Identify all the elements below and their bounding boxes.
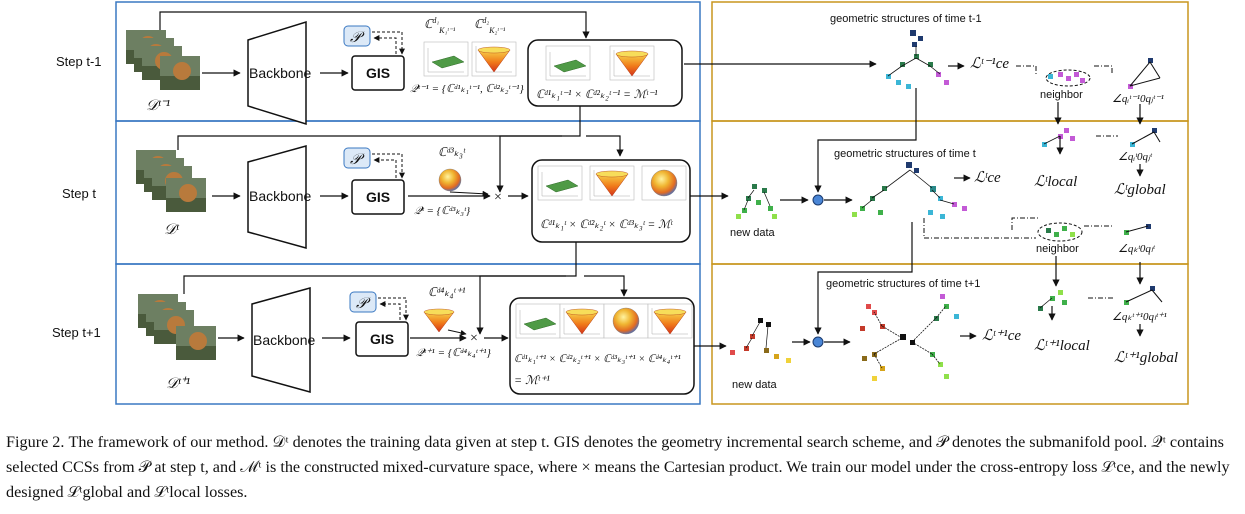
image-stack-prev [126,30,200,90]
panel-right-next [711,263,1189,405]
pool-box-curr [343,147,371,169]
l-global-next: ℒᵗ⁺¹global [1114,350,1178,366]
caption-text: The framework of our method. 𝒟ᵗ denotes … [6,433,1230,501]
merge-node-next [812,336,824,348]
figure-caption: Figure 2.The framework of our method. 𝒟ᵗ… [6,430,1241,505]
l-ce-next: ℒᵗ⁺¹ce [982,328,1021,344]
merge-node-curr [812,194,824,206]
framework-figure: Step t-1 Step t Step t+1 𝒟ᵗ⁻¹ Backbone G… [52,1,1189,405]
backbone-curr [247,145,307,249]
backbone-label-prev: Backbone [249,65,311,81]
angle-icon-curr [1130,104,1161,147]
times-curr: × [494,190,502,205]
backbone-next [251,287,311,393]
sub-prev-2: ℂd₂K₂ᵗ⁻¹ [474,16,506,35]
tree-prev [886,30,949,89]
panel-step-next [115,263,701,405]
new-data-label-next: new data [732,379,778,391]
image-stack-curr [136,150,206,212]
gis-label-prev: GIS [366,65,390,81]
gis-box-prev [351,55,405,91]
sub-curr: ℂᵈ³ₖ₃ᵗ [438,145,466,159]
l-local-next: ℒᵗ⁺¹local [1034,338,1090,354]
backbone-label-next: Backbone [253,332,315,348]
pool-box-prev [343,25,371,47]
gis-box-curr [351,179,405,215]
data-label-curr: 𝒟ᵗ [164,222,180,238]
q-prev: 𝒬ᵗ⁻¹ = {ℂᵈ¹ₖ₁ᵗ⁻¹, ℂᵈ²ₖ₂ᵗ⁻¹} [410,83,524,95]
geo-label-curr: geometric structures of time t [834,148,976,160]
gis-label-curr: GIS [366,189,390,205]
local-icon-next [1038,256,1067,321]
l-ce-prev: ℒᵗ⁻¹ce [970,56,1009,72]
pool-box-next [349,291,377,313]
step-label-prev: Step t-1 [56,54,102,69]
backbone-prev [247,20,307,126]
angle-icon-curr2 [1124,224,1151,235]
geo-label-prev: geometric structures of time t-1 [830,13,982,25]
new-data-label-curr: new data [730,227,776,239]
backbone-label-curr: Backbone [249,188,311,204]
neighbor-cluster-prev [1048,72,1085,83]
angle-curr2: ∠qₖᵗ0qₗᵗ [1118,243,1156,255]
l-local-curr: ℒᵗlocal [1034,174,1077,190]
l-global-curr: ℒᵗglobal [1114,182,1166,198]
data-label-prev: 𝒟ᵗ⁻¹ [146,98,171,114]
angle-next: ∠qₖᵗ⁺¹0qₗᵗ⁺¹ [1112,311,1167,323]
sub-prev-1: ℂd₁K₁ᵗ⁻¹ [424,16,456,35]
new-data-curr [736,184,777,219]
neighbor-label-curr: neighbor [1036,243,1079,255]
step-label-next: Step t+1 [52,325,101,340]
angle-prev: ∠qᵢᵗ⁻¹0qⱼᵗ⁻¹ [1112,93,1164,105]
local-icon-curr [1042,102,1075,155]
step-label-curr: Step t [62,186,96,201]
m-curr: ℂᵈ¹ₖ₁ᵗ × ℂᵈ²ₖ₂ᵗ × ℂᵈ³ₖ₃ᵗ = ℳᵗ [540,219,673,231]
new-data-next [730,318,791,363]
tree-curr [852,162,967,219]
caption-label: Figure 2. [6,433,65,451]
gis-label-next: GIS [370,331,394,347]
angle-icon-next [1124,262,1163,305]
m-next-2: = ℳᵗ⁺¹ [514,373,550,387]
image-stack-next [138,294,216,360]
data-label-next: 𝒟ᵗ⁺¹ [166,376,191,392]
times-next: × [470,331,478,346]
sphere-curr [438,168,462,192]
neighbor-label-prev: neighbor [1040,89,1083,101]
m-prev: ℂᵈ¹ₖ₁ᵗ⁻¹ × ℂᵈ²ₖ₂ᵗ⁻¹ = ℳᵗ⁻¹ [536,89,658,101]
q-curr: 𝒬ᵗ = {ℂᵈ³ₖ₃ᵗ} [414,205,471,217]
l-ce-curr: ℒᵗce [974,170,1001,186]
geo-label-next: geometric structures of time t+1 [826,278,980,290]
tree-next [860,294,959,381]
angle-curr: ∠qᵢᵗ0qⱼᵗ [1118,151,1153,163]
sub-next: ℂᵈ⁴ₖ₄ᵗ⁺¹ [428,285,466,299]
q-next: 𝒬ᵗ⁺¹ = {ℂᵈ⁴ₖ₄ᵗ⁺¹} [416,347,492,359]
m-next-1: ℂᵈ¹ₖ₁ᵗ⁺¹ × ℂᵈ²ₖ₂ᵗ⁺¹ × ℂᵈ³ₖ₃ᵗ⁺¹ × ℂᵈ⁴ₖ₄ᵗ⁺… [514,354,681,365]
angle-icon-prev [1128,58,1161,89]
gis-box-next [355,321,409,357]
neighbor-cluster-curr [1046,226,1075,237]
